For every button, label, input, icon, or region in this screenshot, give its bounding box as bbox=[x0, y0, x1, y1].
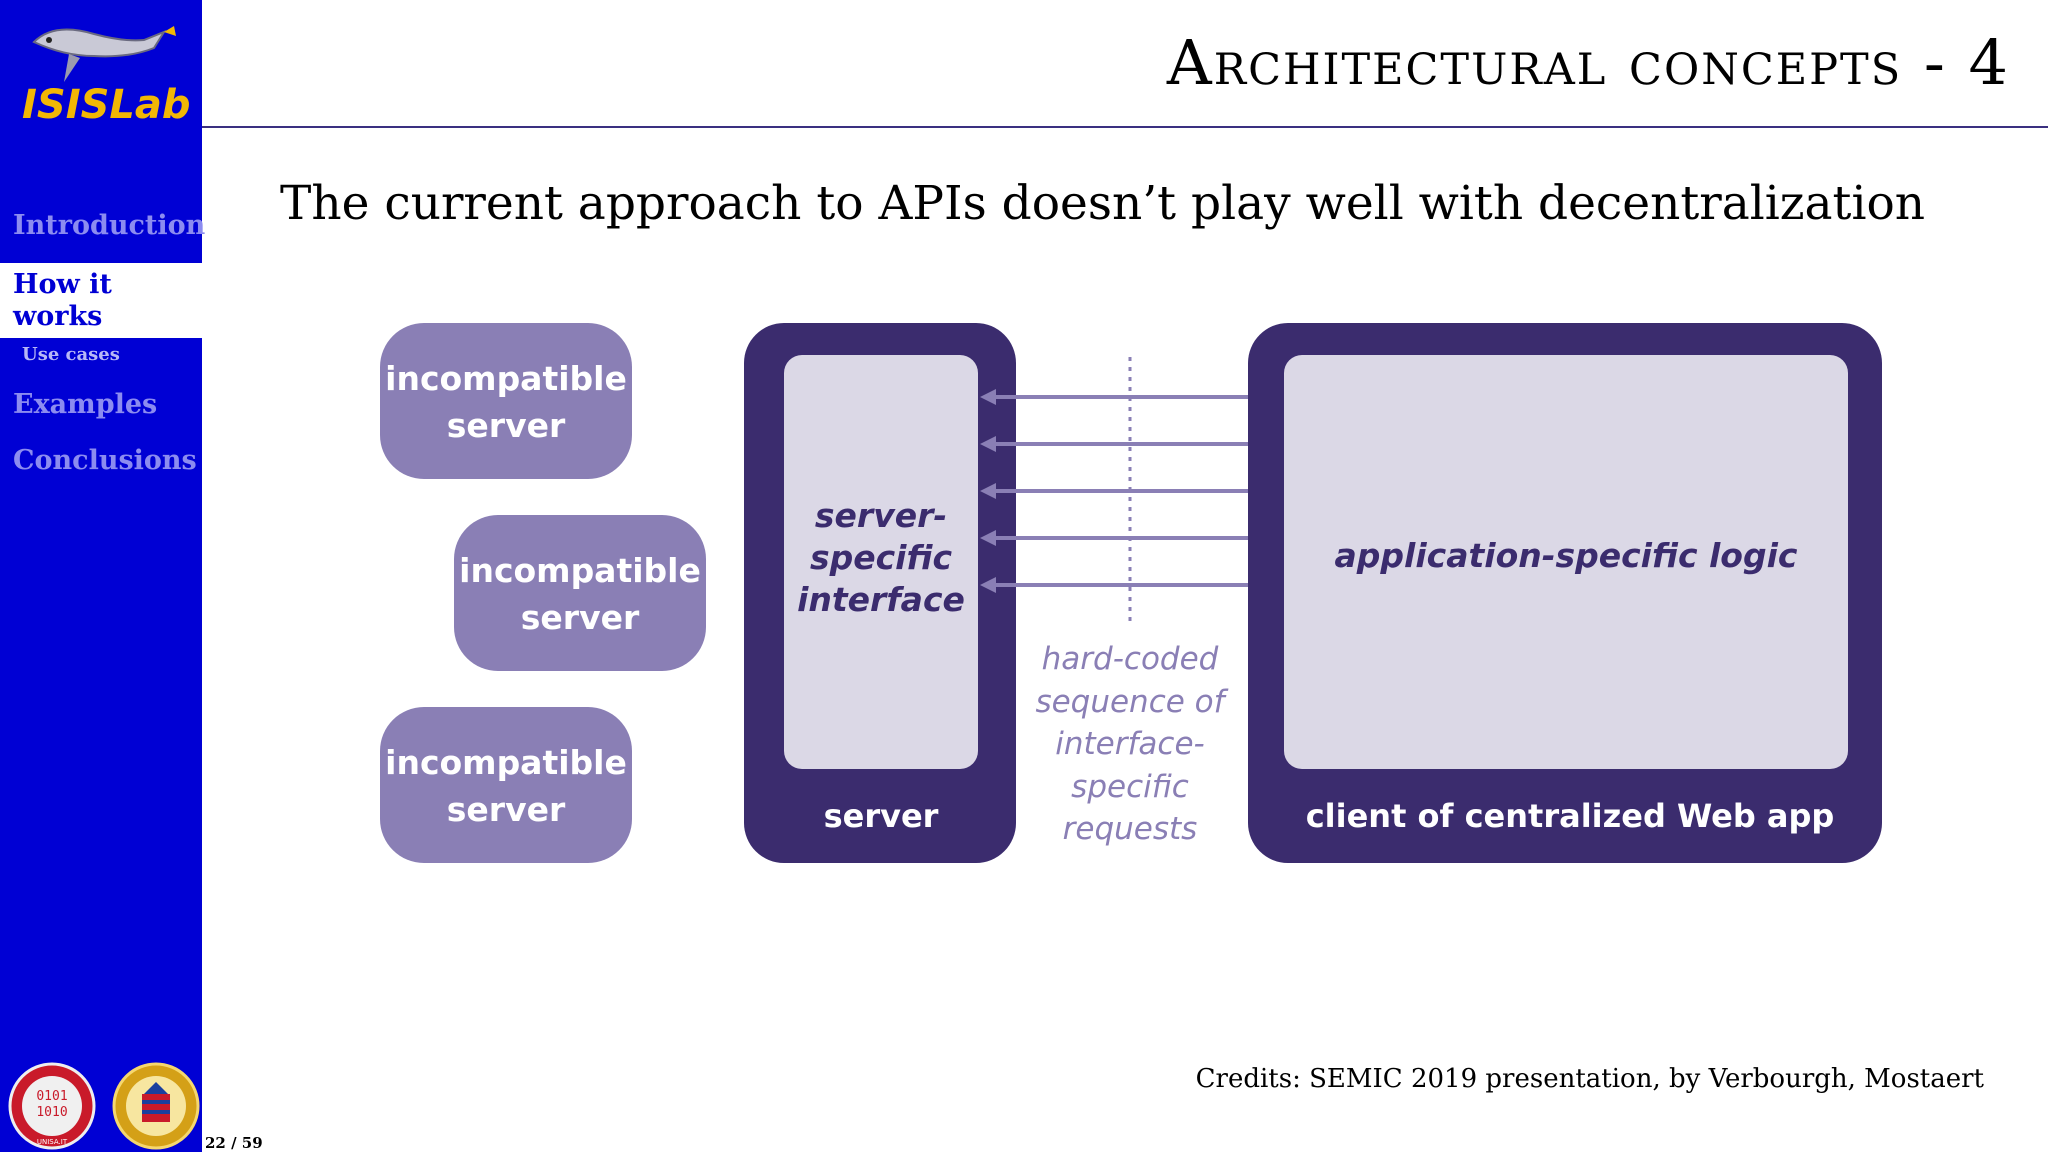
title-divider bbox=[202, 126, 2048, 128]
nav-subitem-use-cases[interactable]: Use cases bbox=[22, 344, 120, 365]
incompatible-server-2: incompatible server bbox=[454, 515, 706, 671]
architecture-diagram: incompatible server incompatible server … bbox=[380, 323, 1882, 863]
svg-text:ISISLab: ISISLab bbox=[22, 82, 190, 128]
request-arrows bbox=[980, 389, 1282, 593]
svg-text:requests: requests bbox=[1063, 811, 1198, 847]
svg-text:interface-: interface- bbox=[1055, 726, 1204, 762]
nav-item-how-it-works[interactable]: How it works bbox=[0, 263, 202, 338]
university-badges: 0101 1010 UNISA.IT bbox=[8, 1062, 200, 1150]
credits-note: Credits: SEMIC 2019 presentation, by Ver… bbox=[1195, 1064, 1984, 1094]
nav-item-how-it-works-label: How it works bbox=[13, 269, 112, 332]
svg-text:application-specific logic: application-specific logic bbox=[1335, 536, 1798, 575]
nav-item-examples[interactable]: Examples bbox=[13, 389, 158, 420]
svg-text:incompatible: incompatible bbox=[385, 743, 627, 782]
svg-text:UNISA.IT: UNISA.IT bbox=[37, 1138, 68, 1146]
svg-text:server-: server- bbox=[815, 496, 947, 535]
isislab-logo: ISISLab bbox=[22, 26, 190, 128]
svg-text:0101: 0101 bbox=[36, 1089, 67, 1104]
svg-text:incompatible: incompatible bbox=[385, 359, 627, 398]
incompatible-server-3: incompatible server bbox=[380, 707, 632, 863]
svg-text:server: server bbox=[447, 790, 566, 829]
svg-text:server: server bbox=[447, 406, 566, 445]
svg-text:server: server bbox=[824, 797, 939, 835]
nav-item-introduction[interactable]: Introduction bbox=[13, 210, 206, 241]
svg-text:client of centralized Web app: client of centralized Web app bbox=[1306, 797, 1835, 835]
svg-text:specific: specific bbox=[810, 538, 952, 577]
department-badge-icon: 0101 1010 UNISA.IT bbox=[8, 1062, 96, 1150]
svg-text:hard-coded: hard-coded bbox=[1042, 641, 1219, 677]
slide-subtitle: The current approach to APIs doesn’t pla… bbox=[280, 176, 1926, 231]
svg-text:interface: interface bbox=[797, 580, 965, 619]
svg-text:sequence of: sequence of bbox=[1035, 684, 1228, 720]
page-number: 22 / 59 bbox=[205, 1134, 263, 1152]
client-box: application-specific logic client of cen… bbox=[1248, 323, 1882, 863]
svg-text:specific: specific bbox=[1071, 769, 1189, 805]
svg-text:incompatible: incompatible bbox=[459, 551, 701, 590]
svg-text:server: server bbox=[521, 598, 640, 637]
slide-title: Architectural concepts - 4 bbox=[1166, 26, 2010, 99]
server-box: server- specific interface server bbox=[744, 323, 1016, 863]
nav-item-conclusions[interactable]: Conclusions bbox=[13, 445, 197, 476]
sidebar: ISISLab Introduction How it works Use ca… bbox=[0, 0, 206, 1152]
requests-caption: hard-coded sequence of interface- specif… bbox=[1035, 641, 1228, 847]
incompatible-server-1: incompatible server bbox=[380, 323, 632, 479]
university-seal-icon bbox=[112, 1062, 200, 1150]
svg-text:1010: 1010 bbox=[36, 1105, 67, 1120]
